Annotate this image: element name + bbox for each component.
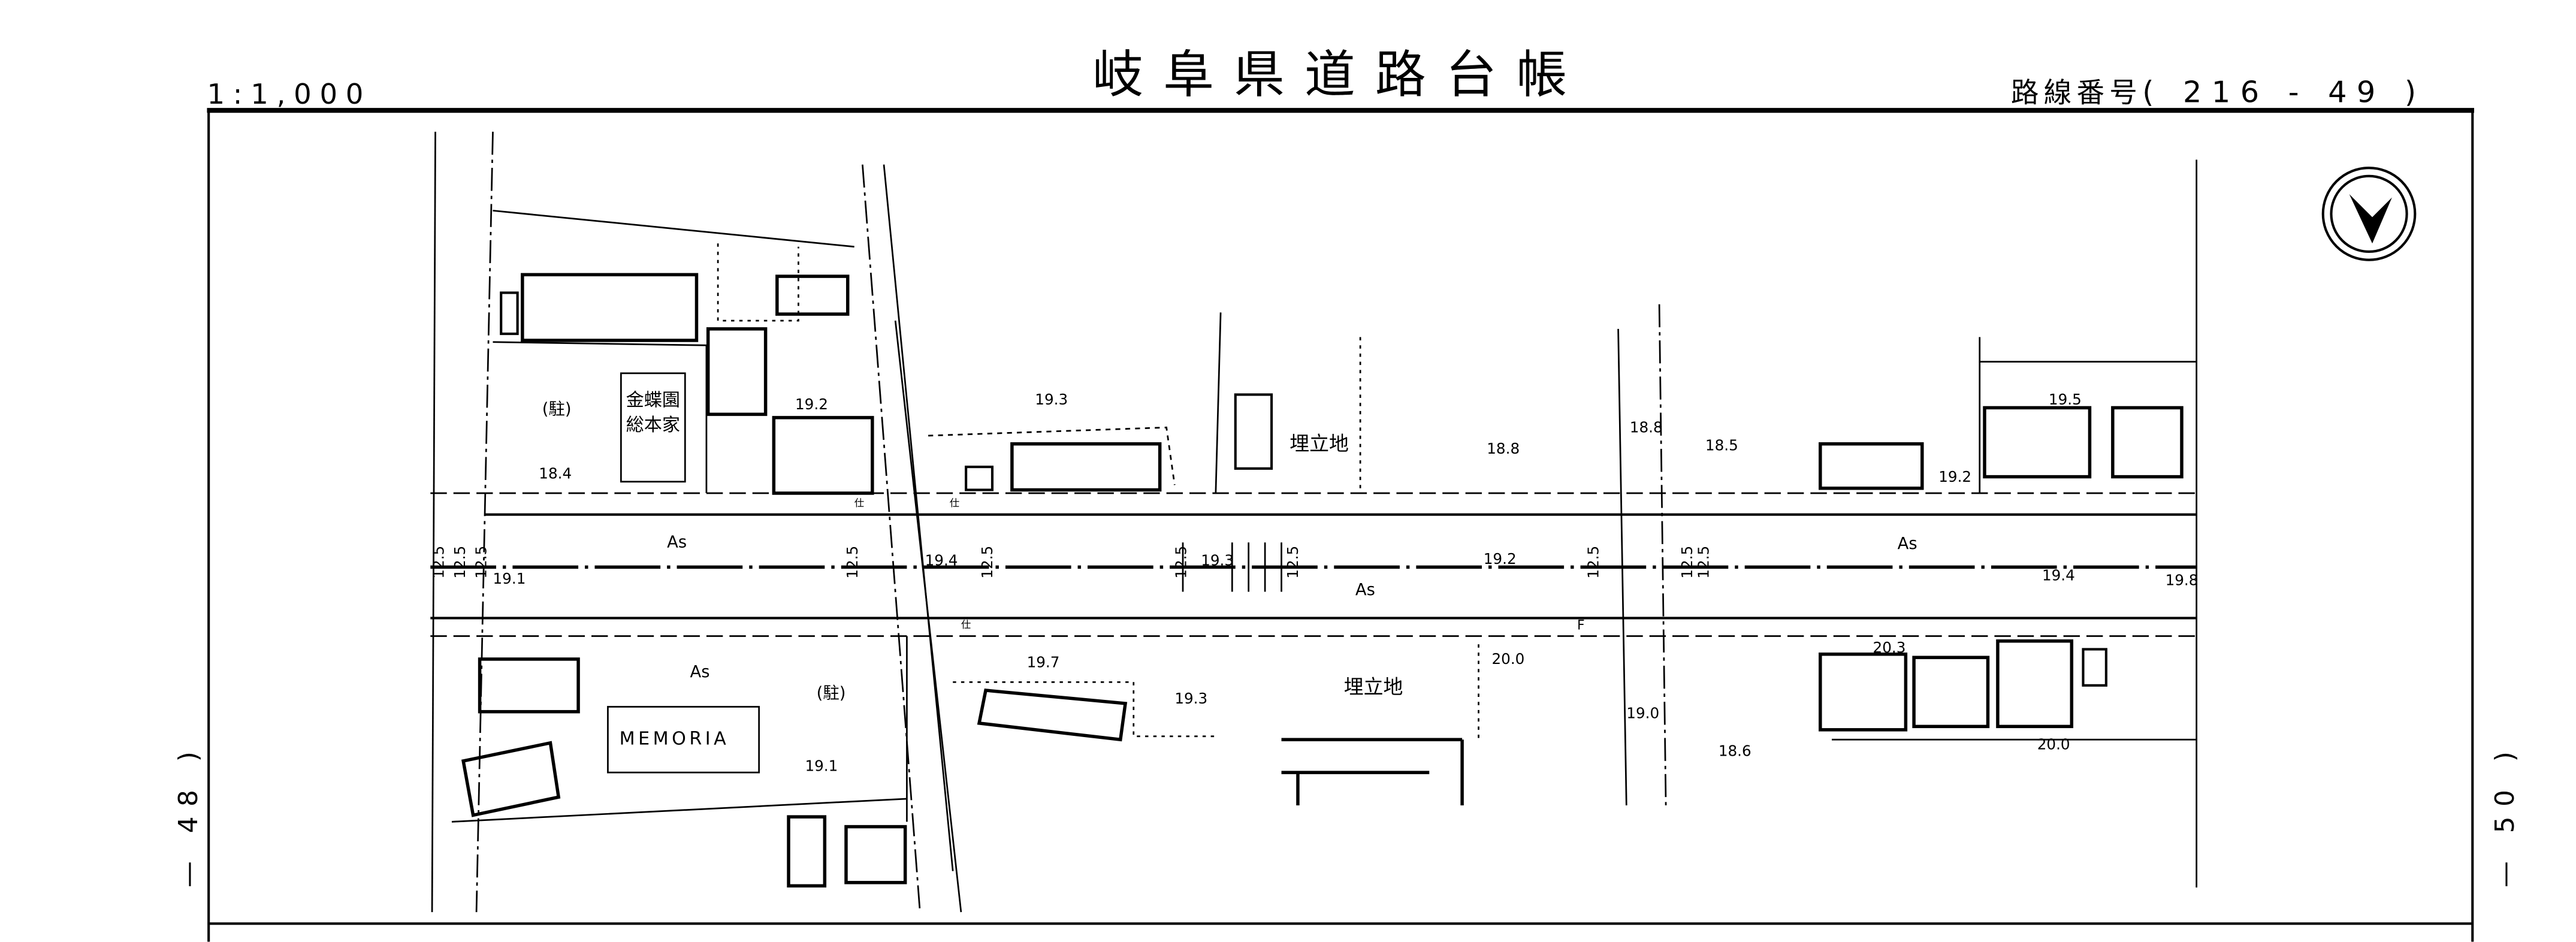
- road-width-label: 12.5: [1173, 546, 1190, 579]
- road-width-label: 12.5: [451, 546, 469, 579]
- building-name: MEMORIA: [620, 728, 730, 749]
- utility-mark: 仕: [961, 619, 971, 630]
- elevation: 18.8: [1487, 440, 1520, 457]
- map-linework: [430, 131, 2198, 913]
- map-title: 岐阜県道路台帳: [1092, 46, 1587, 105]
- elevation: 18.5: [1705, 437, 1738, 454]
- elevation: 19.1: [493, 570, 526, 587]
- elevation: 20.0: [1491, 650, 1524, 668]
- road-width-label: 12.5: [1585, 546, 1602, 579]
- landfill-label: 埋立地: [1344, 675, 1403, 699]
- utility-mark: 仕: [854, 497, 864, 509]
- road-width-label: 12.5: [844, 546, 861, 579]
- elevation: 19.4: [2042, 566, 2075, 584]
- utility-mark: F: [1577, 618, 1585, 633]
- utility-mark: 仕: [950, 497, 959, 509]
- parking-label: (駐): [542, 400, 572, 418]
- elevation: 19.3: [1201, 552, 1234, 569]
- parking-label: (駐): [817, 684, 846, 703]
- landfill-label: 埋立地: [1289, 432, 1349, 455]
- surface-label: As: [690, 663, 710, 681]
- road-width-label: 12.5: [473, 546, 490, 579]
- building-name: 総本家: [626, 415, 680, 436]
- elevation: 20.0: [2037, 736, 2070, 753]
- road-width-label: 12.5: [1678, 546, 1696, 579]
- road-width-label: 12.5: [430, 546, 447, 579]
- elevation: 19.2: [1938, 468, 1971, 485]
- scale-label: 1:1,000: [207, 78, 372, 110]
- surface-label: As: [667, 533, 687, 551]
- building-name: 金蝶園: [626, 390, 680, 411]
- elevation: 19.8: [2166, 572, 2198, 589]
- elevation: 19.3: [1035, 391, 1068, 408]
- road-width-label: 12.5: [979, 546, 996, 579]
- elevation: 19.4: [925, 552, 958, 569]
- surface-label: As: [1898, 535, 1917, 553]
- elevation: 19.2: [795, 395, 828, 413]
- road-width-label: 12.5: [1695, 546, 1712, 579]
- road-width-label: 12.5: [1284, 546, 1301, 579]
- elevation: 19.3: [1174, 690, 1207, 707]
- elevation: 19.0: [1626, 705, 1659, 722]
- route-label: 路線番号: [2011, 76, 2142, 108]
- sheet-ref-right: — 50 ): [2490, 742, 2520, 887]
- sheet-ref-left: — 48 ): [173, 742, 204, 887]
- elevation: 19.2: [1484, 550, 1517, 567]
- map-labels: As As As As (駐) (駐) 金蝶園 総本家 MEMORIA 埋立地 …: [430, 390, 2198, 775]
- route-number: ( 216 - 49 ): [2142, 74, 2426, 109]
- surface-label: As: [1355, 581, 1375, 599]
- north-arrow-icon: [2321, 167, 2417, 261]
- elevation: 19.7: [1027, 654, 1060, 671]
- elevation: 18.6: [1719, 742, 1751, 760]
- elevation: 18.8: [1630, 419, 1663, 436]
- elevation: 19.5: [2049, 391, 2082, 408]
- elevation: 18.4: [539, 464, 572, 482]
- elevation: 20.3: [1873, 639, 1906, 656]
- elevation: 19.1: [805, 757, 838, 774]
